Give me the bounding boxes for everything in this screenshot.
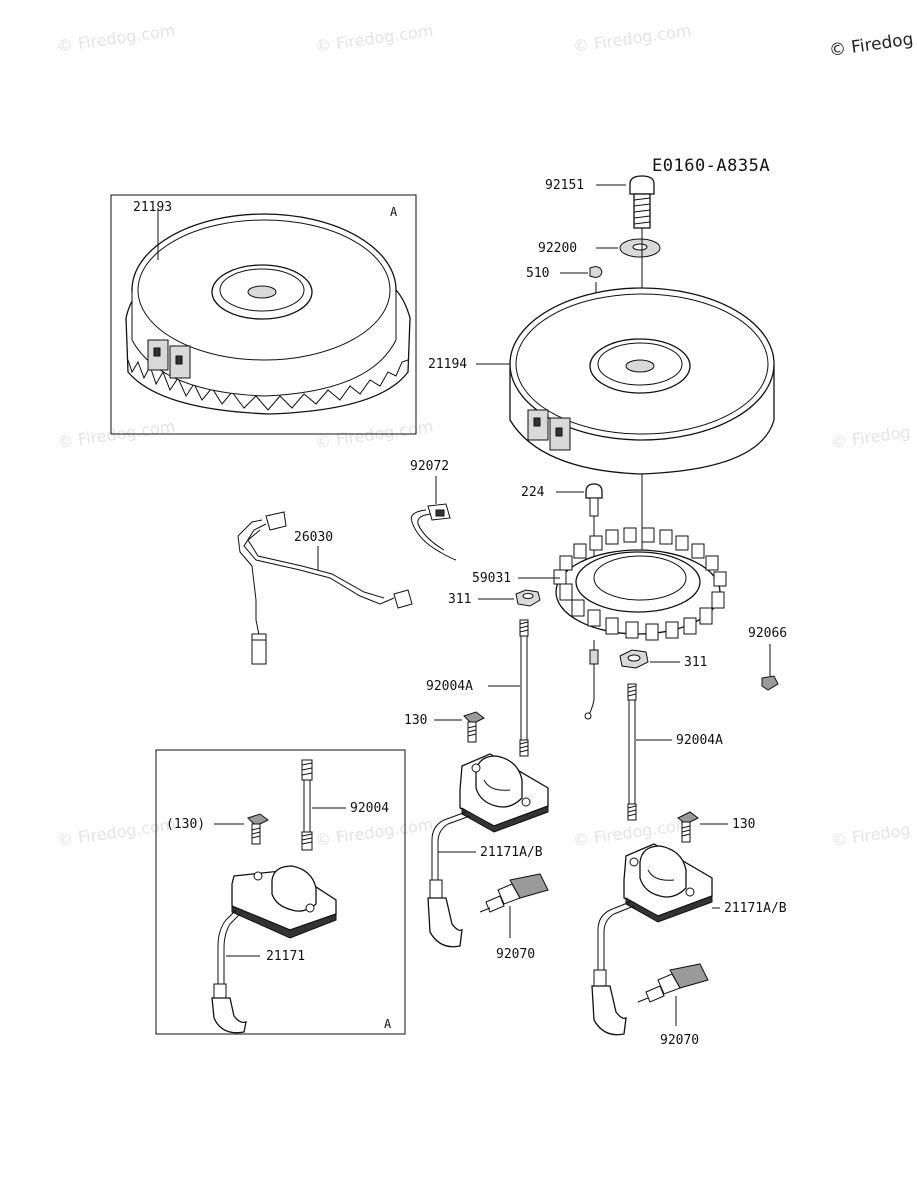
callout-510: 510 — [526, 266, 549, 281]
watermark-text: © Firedog — [830, 422, 912, 452]
callout-92151: 92151 — [545, 178, 584, 193]
ignition-coil-21171ab-right: 21171A/B — [591, 843, 787, 1036]
inset-frame — [110, 194, 417, 435]
inset-a-ignition-coil: A 92004 (130) 21171 — [155, 749, 406, 1035]
inset-marker: A — [390, 205, 398, 219]
stud-92004a-left: 92004A — [426, 619, 529, 757]
callout-311-left: 311 — [448, 592, 471, 607]
bolt-92151: 92151 — [545, 175, 655, 229]
clip-92072: 92072 — [410, 459, 457, 561]
watermark-text: © Firedog.com — [56, 21, 176, 56]
callout-21171: 21171 — [266, 949, 305, 964]
watermark-text: © Firedog — [830, 820, 912, 850]
watermark-text: © Firedog.com — [56, 815, 176, 850]
callout-92072: 92072 — [410, 459, 449, 474]
nut-311-right: 311 — [619, 649, 707, 670]
inset-marker: A — [384, 1017, 392, 1031]
key-510: 510 — [526, 266, 603, 281]
callout-92066: 92066 — [748, 626, 787, 641]
diagram-code: E0160-A835A — [652, 156, 770, 176]
callout-21193: 21193 — [133, 200, 172, 215]
stud-92004a-right: 92004A — [627, 683, 723, 821]
callout-92070-right: 92070 — [660, 1033, 699, 1048]
bolt-130-right: 130 — [677, 811, 755, 843]
callout-92200: 92200 — [538, 241, 577, 256]
callout-92004: 92004 — [350, 801, 389, 816]
watermark-text: © Firedog.com — [572, 21, 692, 56]
callout-311-right: 311 — [684, 655, 707, 670]
callout-130-right: 130 — [732, 817, 755, 832]
washer-92200: 92200 — [538, 238, 661, 258]
callout-21171ab-center: 21171A/B — [480, 845, 543, 860]
callout-59031: 59031 — [472, 571, 511, 586]
callout-130-center: 130 — [404, 713, 427, 728]
watermark-group: © Firedog.com © Firedog.com © Firedog.co… — [56, 21, 915, 850]
spark-plug-92070-center: 92070 — [479, 873, 549, 962]
callout-92070-center: 92070 — [496, 947, 535, 962]
callout-21171ab-right: 21171A/B — [724, 901, 787, 916]
watermark-corner-text: © Firedog — [828, 29, 915, 61]
bolt-130-center: 130 — [404, 711, 485, 743]
spark-plug-92070-right: 92070 — [637, 963, 709, 1048]
callout-92004a-left: 92004A — [426, 679, 473, 694]
inset-a-flywheel: A 21193 — [110, 194, 417, 435]
wire-harness-26030: 26030 — [237, 511, 413, 665]
callout-224: 224 — [521, 485, 545, 500]
watermark-text: © Firedog.com — [314, 21, 434, 56]
ignition-coil-21171ab-center: 21171A/B — [427, 753, 549, 948]
plug-92066: 92066 — [748, 626, 787, 691]
stator-59031: 59031 — [472, 527, 727, 720]
watermark-text: © Firedog.com — [314, 815, 434, 850]
callout-21194: 21194 — [428, 357, 467, 372]
callout-26030: 26030 — [294, 530, 333, 545]
inset-frame — [155, 749, 406, 1035]
nut-311-left: 311 — [448, 589, 541, 607]
callout-130-inset: (130) — [166, 817, 205, 832]
callout-92004a-right: 92004A — [676, 733, 723, 748]
flywheel-21194: 21194 — [428, 287, 775, 475]
